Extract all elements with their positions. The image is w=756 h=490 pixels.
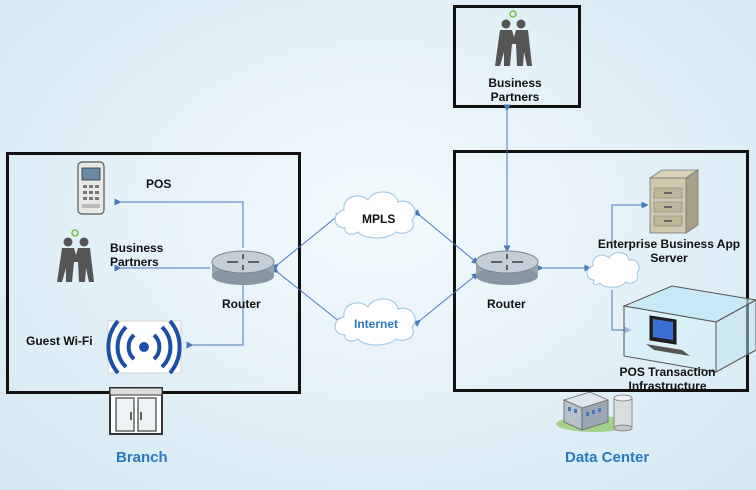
link-wifi-router <box>186 285 244 349</box>
guest-wifi-label: Guest Wi-Fi <box>26 334 93 348</box>
link-mpls-dcrouter <box>413 209 479 265</box>
link-internet-dcrouter <box>413 272 479 327</box>
branch-router-label: Router <box>222 297 261 311</box>
link-router-mpls <box>271 211 343 271</box>
data-center-title: Data Center <box>565 449 650 466</box>
link-cloud-pos <box>611 290 632 334</box>
pos-label: POS <box>146 177 172 191</box>
dc-router-label: Router <box>487 297 526 311</box>
branch-partners-label: Business Partners <box>110 241 164 269</box>
link-cloud-server <box>611 201 649 249</box>
top-partners-label: Business Partners <box>488 76 542 104</box>
mpls-label: MPLS <box>362 212 396 226</box>
enterprise-server-label: Enterprise Business App Server <box>597 237 741 265</box>
pos-infra-label: POS Transaction Infrastructure <box>619 365 716 393</box>
link-router-internet <box>271 266 343 325</box>
internet-label: Internet <box>354 317 399 331</box>
branch-title: Branch <box>116 449 168 466</box>
datacenter-frame <box>453 150 749 392</box>
partners-frame <box>453 5 581 108</box>
link-pos-router <box>114 198 244 248</box>
